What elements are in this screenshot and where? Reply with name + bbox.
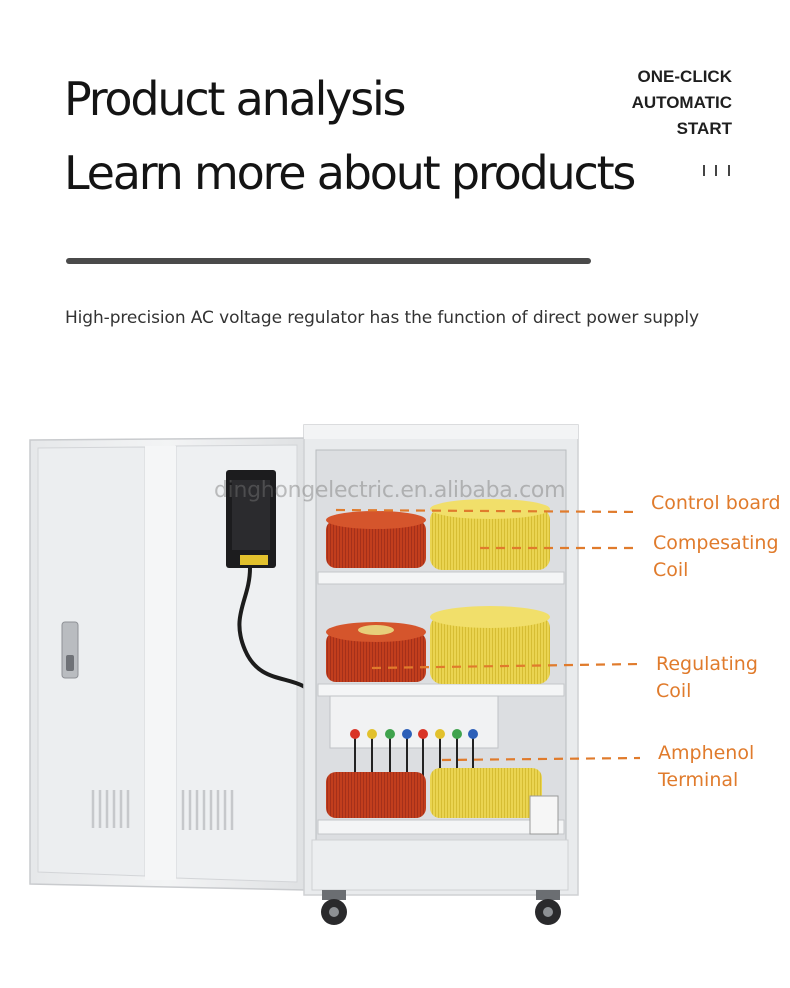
feature-tag: ONE-CLICK AUTOMATIC START	[632, 64, 732, 142]
callout-label: Regulating	[656, 653, 758, 675]
callout-label: Coil	[653, 559, 689, 581]
product-image	[29, 424, 641, 925]
callout-label: Compesating	[653, 532, 779, 554]
callout-label: Amphenol	[658, 742, 755, 764]
door-handle-icon	[61, 621, 79, 679]
callout-control-board: Control board	[651, 490, 781, 517]
callout-label: Terminal	[658, 769, 739, 791]
vent-icon	[91, 790, 234, 830]
callout-label: Control board	[651, 492, 781, 514]
page-title-line2: Learn more about products	[64, 146, 636, 200]
callout-label: Coil	[656, 680, 692, 702]
wheel-icon	[321, 890, 347, 925]
watermark-text: dinghongelectric.en.alibaba.com	[214, 478, 566, 503]
callout-compensating-coil: Compesating Coil	[653, 530, 779, 584]
callout-lines	[335, 508, 641, 762]
divider-bar	[66, 258, 591, 264]
page-title-line1: Product analysis	[64, 72, 407, 126]
feature-tag-line: START	[676, 119, 732, 138]
wheel-icon	[535, 890, 561, 925]
callout-regulating-coil: Regulating Coil	[656, 651, 758, 705]
cabinet-door	[29, 437, 320, 891]
feature-tag-line: ONE-CLICK	[637, 67, 732, 86]
cabinet-body	[303, 424, 579, 896]
product-subtitle: High-precision AC voltage regulator has …	[65, 308, 699, 328]
feature-tag-line: AUTOMATIC	[631, 93, 732, 112]
callout-amphenol-terminal: Amphenol Terminal	[658, 740, 754, 794]
